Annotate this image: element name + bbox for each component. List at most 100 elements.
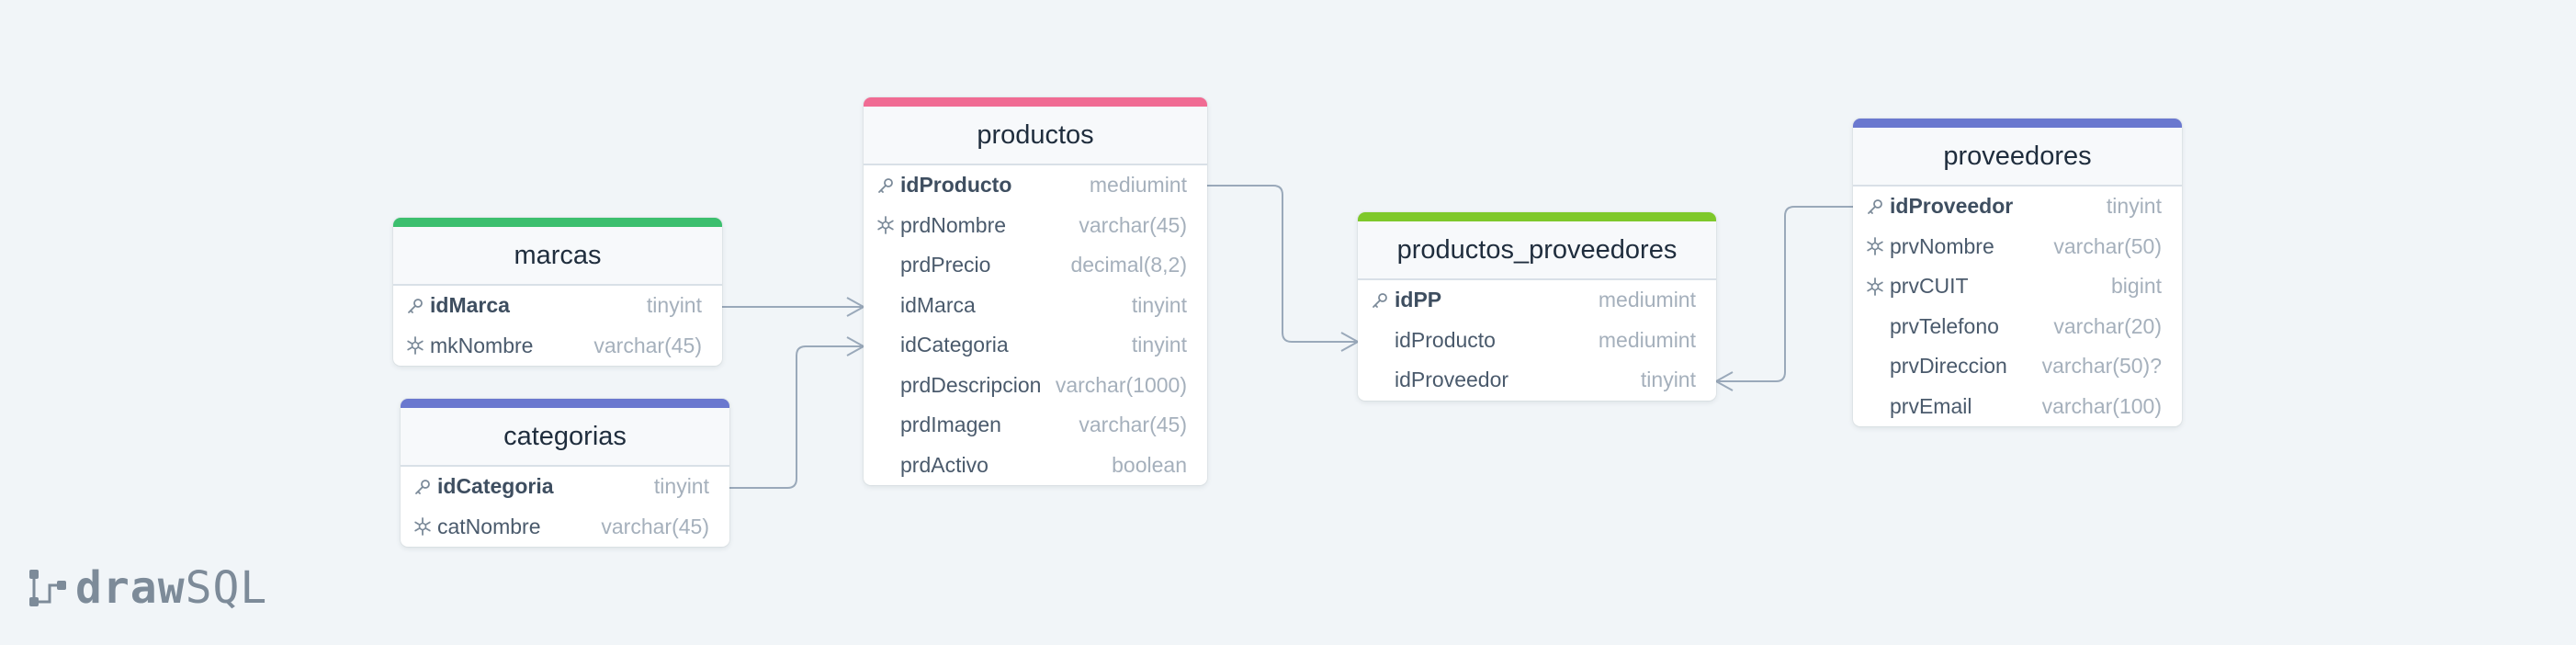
field-name: prvTelefono xyxy=(1890,313,1999,338)
table-title[interactable]: productos_proveedores xyxy=(1358,221,1716,280)
field-row[interactable]: prvEmail varchar(100) xyxy=(1853,387,2182,427)
field-icon-placeholder xyxy=(875,255,897,277)
key-icon xyxy=(875,175,897,197)
field-row[interactable]: prdActivo boolean xyxy=(864,446,1207,486)
field-type: varchar(45) xyxy=(601,514,709,538)
table-color-bar xyxy=(1358,212,1716,221)
field-type: varchar(45) xyxy=(1079,212,1187,237)
field-type: varchar(100) xyxy=(2041,393,2162,418)
field-name: prdNombre xyxy=(900,212,1007,237)
field-type: varchar(45) xyxy=(1079,413,1187,437)
drawsql-logo-icon xyxy=(29,570,66,606)
field-row[interactable]: idPP mediumint xyxy=(1358,280,1716,321)
field-name: prdActivo xyxy=(900,452,989,477)
field-row[interactable]: idCategoria tinyint xyxy=(864,325,1207,366)
field-row[interactable]: prvCUIT bigint xyxy=(1853,266,2182,307)
field-icon-placeholder xyxy=(1369,369,1391,391)
field-row[interactable]: idProveedor tinyint xyxy=(1358,360,1716,401)
field-name: mkNombre xyxy=(430,333,534,357)
field-name: prdDescripcion xyxy=(900,372,1042,397)
key-icon xyxy=(1864,196,1886,218)
field-icon-placeholder xyxy=(875,374,897,396)
field-name: prvDireccion xyxy=(1890,354,2007,379)
field-row[interactable]: prvDireccion varchar(50)? xyxy=(1853,346,2182,387)
table-color-bar xyxy=(864,97,1207,107)
field-row[interactable]: prdNombre varchar(45) xyxy=(864,206,1207,246)
field-row[interactable]: prdImagen varchar(45) xyxy=(864,405,1207,446)
field-name: idPP xyxy=(1395,288,1442,312)
field-row[interactable]: catNombre varchar(45) xyxy=(401,507,729,548)
table-proveedores[interactable]: proveedores idProveedor tinyint prvNombr… xyxy=(1853,119,2182,426)
field-row[interactable]: prdPrecio decimal(8,2) xyxy=(864,245,1207,286)
table-color-bar xyxy=(401,399,729,408)
snowflake-icon xyxy=(1864,276,1886,298)
field-type: varchar(50) xyxy=(2053,233,2162,258)
field-type: mediumint xyxy=(1598,327,1696,352)
relation-categorias-productos xyxy=(729,345,864,489)
field-name: idProveedor xyxy=(1395,368,1509,392)
field-type: tinyint xyxy=(646,293,702,318)
field-type: tinyint xyxy=(2106,194,2162,219)
field-name: prvNombre xyxy=(1890,233,1994,258)
field-icon-placeholder xyxy=(875,454,897,476)
field-type: tinyint xyxy=(653,474,709,499)
field-row[interactable]: idCategoria tinyint xyxy=(401,467,729,507)
table-categorias[interactable]: categorias idCategoria tinyint catNombre… xyxy=(401,399,729,547)
field-type: varchar(1000) xyxy=(1055,372,1187,397)
field-name: idMarca xyxy=(430,293,510,318)
key-icon xyxy=(1369,289,1391,311)
field-icon-placeholder xyxy=(1369,329,1391,351)
crowfoot-categorias-productos xyxy=(846,336,866,356)
field-type: tinyint xyxy=(1131,333,1187,357)
table-title[interactable]: categorias xyxy=(401,408,729,467)
field-icon-placeholder xyxy=(875,414,897,436)
snowflake-icon xyxy=(1864,235,1886,257)
crowfoot-marcas-productos xyxy=(846,297,866,317)
field-type: bigint xyxy=(2111,274,2162,299)
field-type: varchar(45) xyxy=(593,333,702,357)
field-row[interactable]: idMarca tinyint xyxy=(864,286,1207,326)
field-name: catNombre xyxy=(437,514,541,538)
logo-text-bold: draw xyxy=(75,562,186,614)
field-name: prvEmail xyxy=(1890,393,1972,418)
field-row[interactable]: idProducto mediumint xyxy=(864,165,1207,206)
field-row[interactable]: idProducto mediumint xyxy=(1358,321,1716,361)
field-type: boolean xyxy=(1112,452,1187,477)
relation-productos-productos-proveedores xyxy=(1207,185,1358,343)
field-row[interactable]: prdDescripcion varchar(1000) xyxy=(864,366,1207,406)
field-row[interactable]: prvNombre varchar(50) xyxy=(1853,227,2182,267)
table-title[interactable]: proveedores xyxy=(1853,128,2182,187)
table-title[interactable]: marcas xyxy=(393,227,722,286)
table-color-bar xyxy=(393,218,722,227)
field-name: idCategoria xyxy=(900,333,1009,357)
field-name: prvCUIT xyxy=(1890,274,1969,299)
key-icon xyxy=(412,476,434,498)
logo-text-light: SQL xyxy=(185,562,268,614)
table-marcas[interactable]: marcas idMarca tinyint mkNombre varchar(… xyxy=(393,218,722,366)
crowfoot-proveedores-productos-proveedores xyxy=(1713,371,1734,391)
field-icon-placeholder xyxy=(1864,315,1886,337)
field-icon-placeholder xyxy=(1864,356,1886,378)
field-type: varchar(20) xyxy=(2053,313,2162,338)
field-row[interactable]: idMarca tinyint xyxy=(393,286,722,326)
table-productos-proveedores[interactable]: productos_proveedores idPP mediumint idP… xyxy=(1358,212,1716,401)
field-name: idProducto xyxy=(1395,327,1496,352)
field-type: mediumint xyxy=(1089,173,1187,198)
field-row[interactable]: prvTelefono varchar(20) xyxy=(1853,307,2182,347)
field-name: prdImagen xyxy=(900,413,1001,437)
field-name: idCategoria xyxy=(437,474,554,499)
field-icon-placeholder xyxy=(875,334,897,356)
field-row[interactable]: mkNombre varchar(45) xyxy=(393,326,722,367)
field-type: tinyint xyxy=(1640,368,1696,392)
table-title[interactable]: productos xyxy=(864,107,1207,165)
field-type: mediumint xyxy=(1598,288,1696,312)
field-row[interactable]: idProveedor tinyint xyxy=(1853,187,2182,227)
snowflake-icon xyxy=(412,515,434,538)
field-name: idProducto xyxy=(900,173,1012,198)
field-name: prdPrecio xyxy=(900,253,991,277)
table-productos[interactable]: productos idProducto mediumint prdNombre… xyxy=(864,97,1207,485)
table-color-bar xyxy=(1853,119,2182,128)
snowflake-icon xyxy=(875,214,897,236)
